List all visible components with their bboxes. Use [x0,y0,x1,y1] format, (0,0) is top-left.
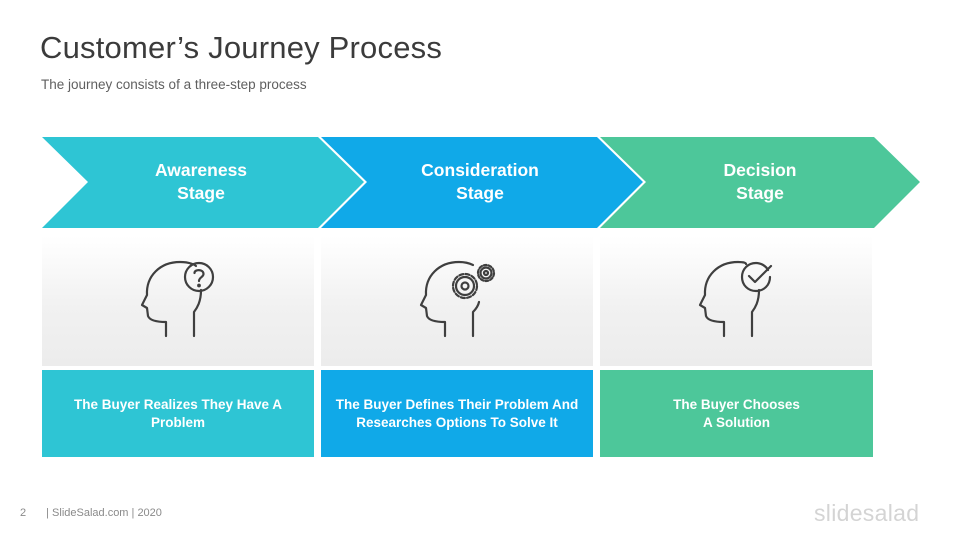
description-text-decision: The Buyer Chooses A Solution [673,396,800,430]
page-number: 2 [20,507,27,519]
description-consideration: The Buyer Defines Their Problem And Rese… [321,370,593,457]
head-checkmark-icon [698,260,773,338]
icon-panel-consideration [321,236,593,366]
slide-subtitle: The journey consists of a three-step pro… [41,77,307,92]
stage-label-decision: Decision Stage [723,160,797,203]
description-text-consideration: The Buyer Defines Their Problem And Rese… [335,396,579,430]
head-question-icon [140,260,215,338]
icon-panel-decision [600,236,872,366]
chevron-awareness [42,137,364,228]
slide-title: Customer’s Journey Process [40,30,443,65]
chevron-consideration [321,137,643,228]
icon-panel-awareness [42,236,314,366]
stage-label-awareness: Awareness Stage [154,160,248,203]
stage-label-consideration: Consideration Stage [421,160,539,203]
footer-credit: | SlideSalad.com | 2020 [46,507,162,519]
description-text-awareness: The Buyer Realizes They Have A Problem [73,396,283,430]
brand-logo: slidesalad [814,500,920,526]
description-awareness: The Buyer Realizes They Have A Problem [42,370,314,457]
chevron-decision [600,137,920,228]
description-decision: The Buyer Chooses A Solution [600,370,873,457]
head-gears-icon [419,260,496,338]
slide-footer: 2 | SlideSalad.com | 2020 [20,507,162,519]
